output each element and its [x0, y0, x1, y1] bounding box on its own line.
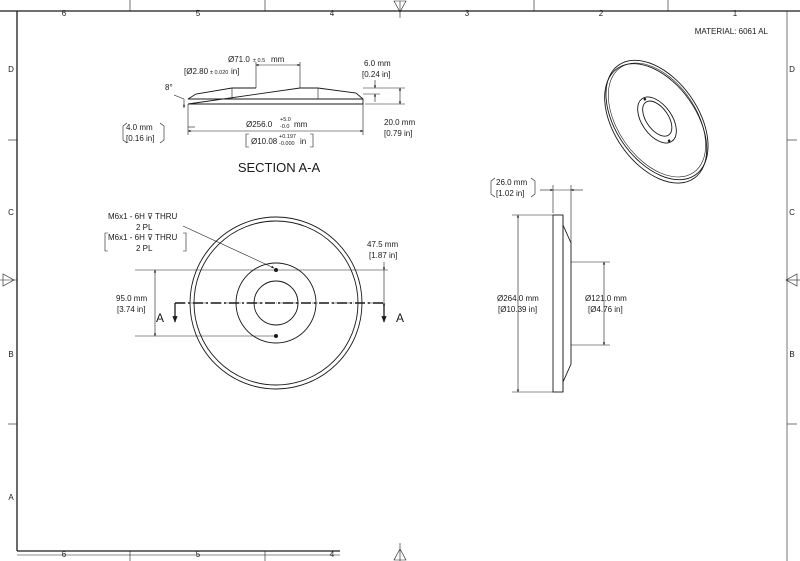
zone-left-b: B: [8, 350, 13, 359]
section-outer-dia-tol-mm-upper: +5.0: [280, 117, 291, 123]
zone-right-c: C: [789, 208, 795, 217]
section-outer-dia-tol-mm-lower: -0.0: [280, 124, 289, 130]
section-view: [173, 62, 405, 135]
section-outer-dia-tol-in-upper: +0.197: [279, 134, 296, 140]
section-height-in: [0.79 in]: [384, 129, 412, 138]
section-inner-dia-mm-unit: mm: [271, 55, 285, 64]
side-hub-dia-mm: Ø121.0 mm: [585, 294, 627, 303]
side-view: [512, 185, 610, 393]
section-angle: 8°: [165, 83, 173, 92]
zone-top-5: 2: [599, 9, 604, 18]
side-outer-dia-in: [Ø10.39 in]: [498, 305, 537, 314]
zone-top-6: 1: [733, 9, 738, 18]
section-inner-dia-tol-in: ± 0.020: [210, 70, 228, 76]
thread-qty: 2 PL: [136, 223, 153, 232]
hole-offset-mm: 47.5 mm: [367, 240, 398, 249]
zone-top-2: 5: [196, 9, 201, 18]
section-outer-dia-mm: Ø256.0: [246, 120, 273, 129]
thread-bracket: [104, 232, 187, 252]
section-outer-dia-mm-unit: mm: [294, 120, 308, 129]
side-width-paren: [490, 177, 536, 198]
section-outer-dia-in-unit: in: [300, 137, 306, 146]
section-outer-dia-in: Ø10.08: [251, 137, 278, 146]
section-inner-dia-in: [Ø2.80: [184, 67, 209, 76]
hole-spacing-in: [3.74 in]: [117, 305, 145, 314]
side-width-in: [1.02 in]: [496, 189, 524, 198]
hole-offset-in: [1.87 in]: [369, 251, 397, 260]
isometric-view: [604, 59, 709, 184]
section-title: SECTION A-A: [238, 160, 321, 175]
section-height-mm: 20.0 mm: [384, 118, 415, 127]
section-thickness-mm: 6.0 mm: [364, 59, 391, 68]
material-note: MATERIAL: 6061 AL: [695, 27, 769, 36]
zone-left-c: C: [8, 208, 14, 217]
zone-left-d: D: [8, 65, 14, 74]
section-plate-mm: 4.0 mm: [126, 123, 153, 132]
side-hub-dia-in: [Ø4.76 in]: [588, 305, 623, 314]
thread-callout: M6x1 - 6H ⊽ THRU: [108, 212, 177, 221]
section-bracket: [245, 133, 314, 148]
side-width-mm: 26.0 mm: [496, 178, 527, 187]
section-outer-dia-tol-in-lower: -0.000: [279, 141, 295, 147]
thread-qty-alt: 2 PL: [136, 244, 153, 253]
zone-right-b: B: [789, 350, 794, 359]
hole-spacing-mm: 95.0 mm: [116, 294, 147, 303]
zone-right-d: D: [789, 65, 795, 74]
zone-top-3: 4: [330, 9, 335, 18]
side-outer-dia-mm: Ø264.0 mm: [497, 294, 539, 303]
section-inner-dia-in-unit: in]: [231, 67, 239, 76]
section-thickness-in: [0.24 in]: [362, 70, 390, 79]
front-view: [135, 216, 388, 390]
zone-left-a: A: [8, 493, 14, 502]
section-label-right: A: [396, 311, 404, 325]
zone-top-4: 3: [465, 9, 470, 18]
section-plate-in: [0.16 in]: [126, 134, 154, 143]
zone-bottom-2: 5: [196, 550, 201, 559]
zone-bottom-3: 4: [330, 550, 335, 559]
zone-top-1: 6: [62, 9, 67, 18]
zone-bottom-1: 6: [62, 550, 67, 559]
section-label-left: A: [156, 311, 164, 325]
thread-callout-alt: M6x1 - 6H ⊽ THRU: [108, 233, 177, 242]
section-inner-dia-tol-mm: ± 0.5: [253, 58, 265, 64]
plate-paren: [122, 122, 165, 144]
section-inner-dia-mm: Ø71.0: [228, 55, 250, 64]
